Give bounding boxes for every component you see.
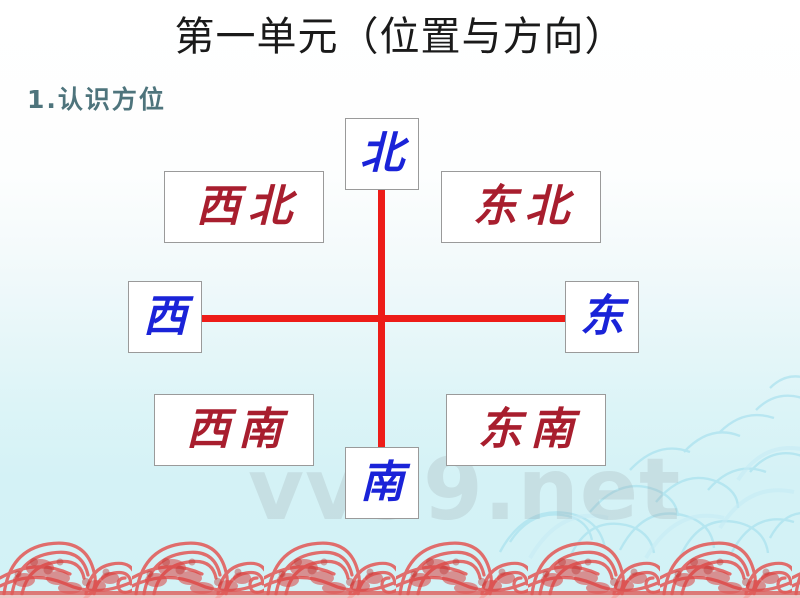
direction-box-southeast[interactable]: 东南 [446, 394, 606, 466]
direction-box-east[interactable]: 东 [565, 281, 639, 353]
direction-box-northeast[interactable]: 东北 [441, 171, 601, 243]
direction-label-east: 东 [580, 291, 632, 342]
direction-box-northwest[interactable]: 西北 [164, 171, 324, 243]
page-title: 第一单元（位置与方向） [174, 14, 626, 60]
section-subtitle: 1.认识方位 [27, 85, 166, 114]
direction-box-southwest[interactable]: 西南 [154, 394, 314, 466]
direction-box-west[interactable]: 西 [128, 281, 202, 353]
compass-axis-horizontal [190, 315, 580, 322]
direction-label-southeast: 东南 [478, 404, 582, 455]
direction-label-west: 西 [143, 291, 195, 342]
direction-box-south[interactable]: 南 [345, 447, 419, 519]
direction-label-northwest: 西北 [196, 181, 300, 232]
compass-axis-vertical [378, 172, 385, 462]
direction-box-north[interactable]: 北 [345, 118, 419, 190]
direction-label-southwest: 西南 [186, 404, 290, 455]
direction-label-north: 北 [360, 128, 412, 179]
direction-label-northeast: 东北 [473, 181, 577, 232]
direction-label-south: 南 [360, 457, 412, 508]
